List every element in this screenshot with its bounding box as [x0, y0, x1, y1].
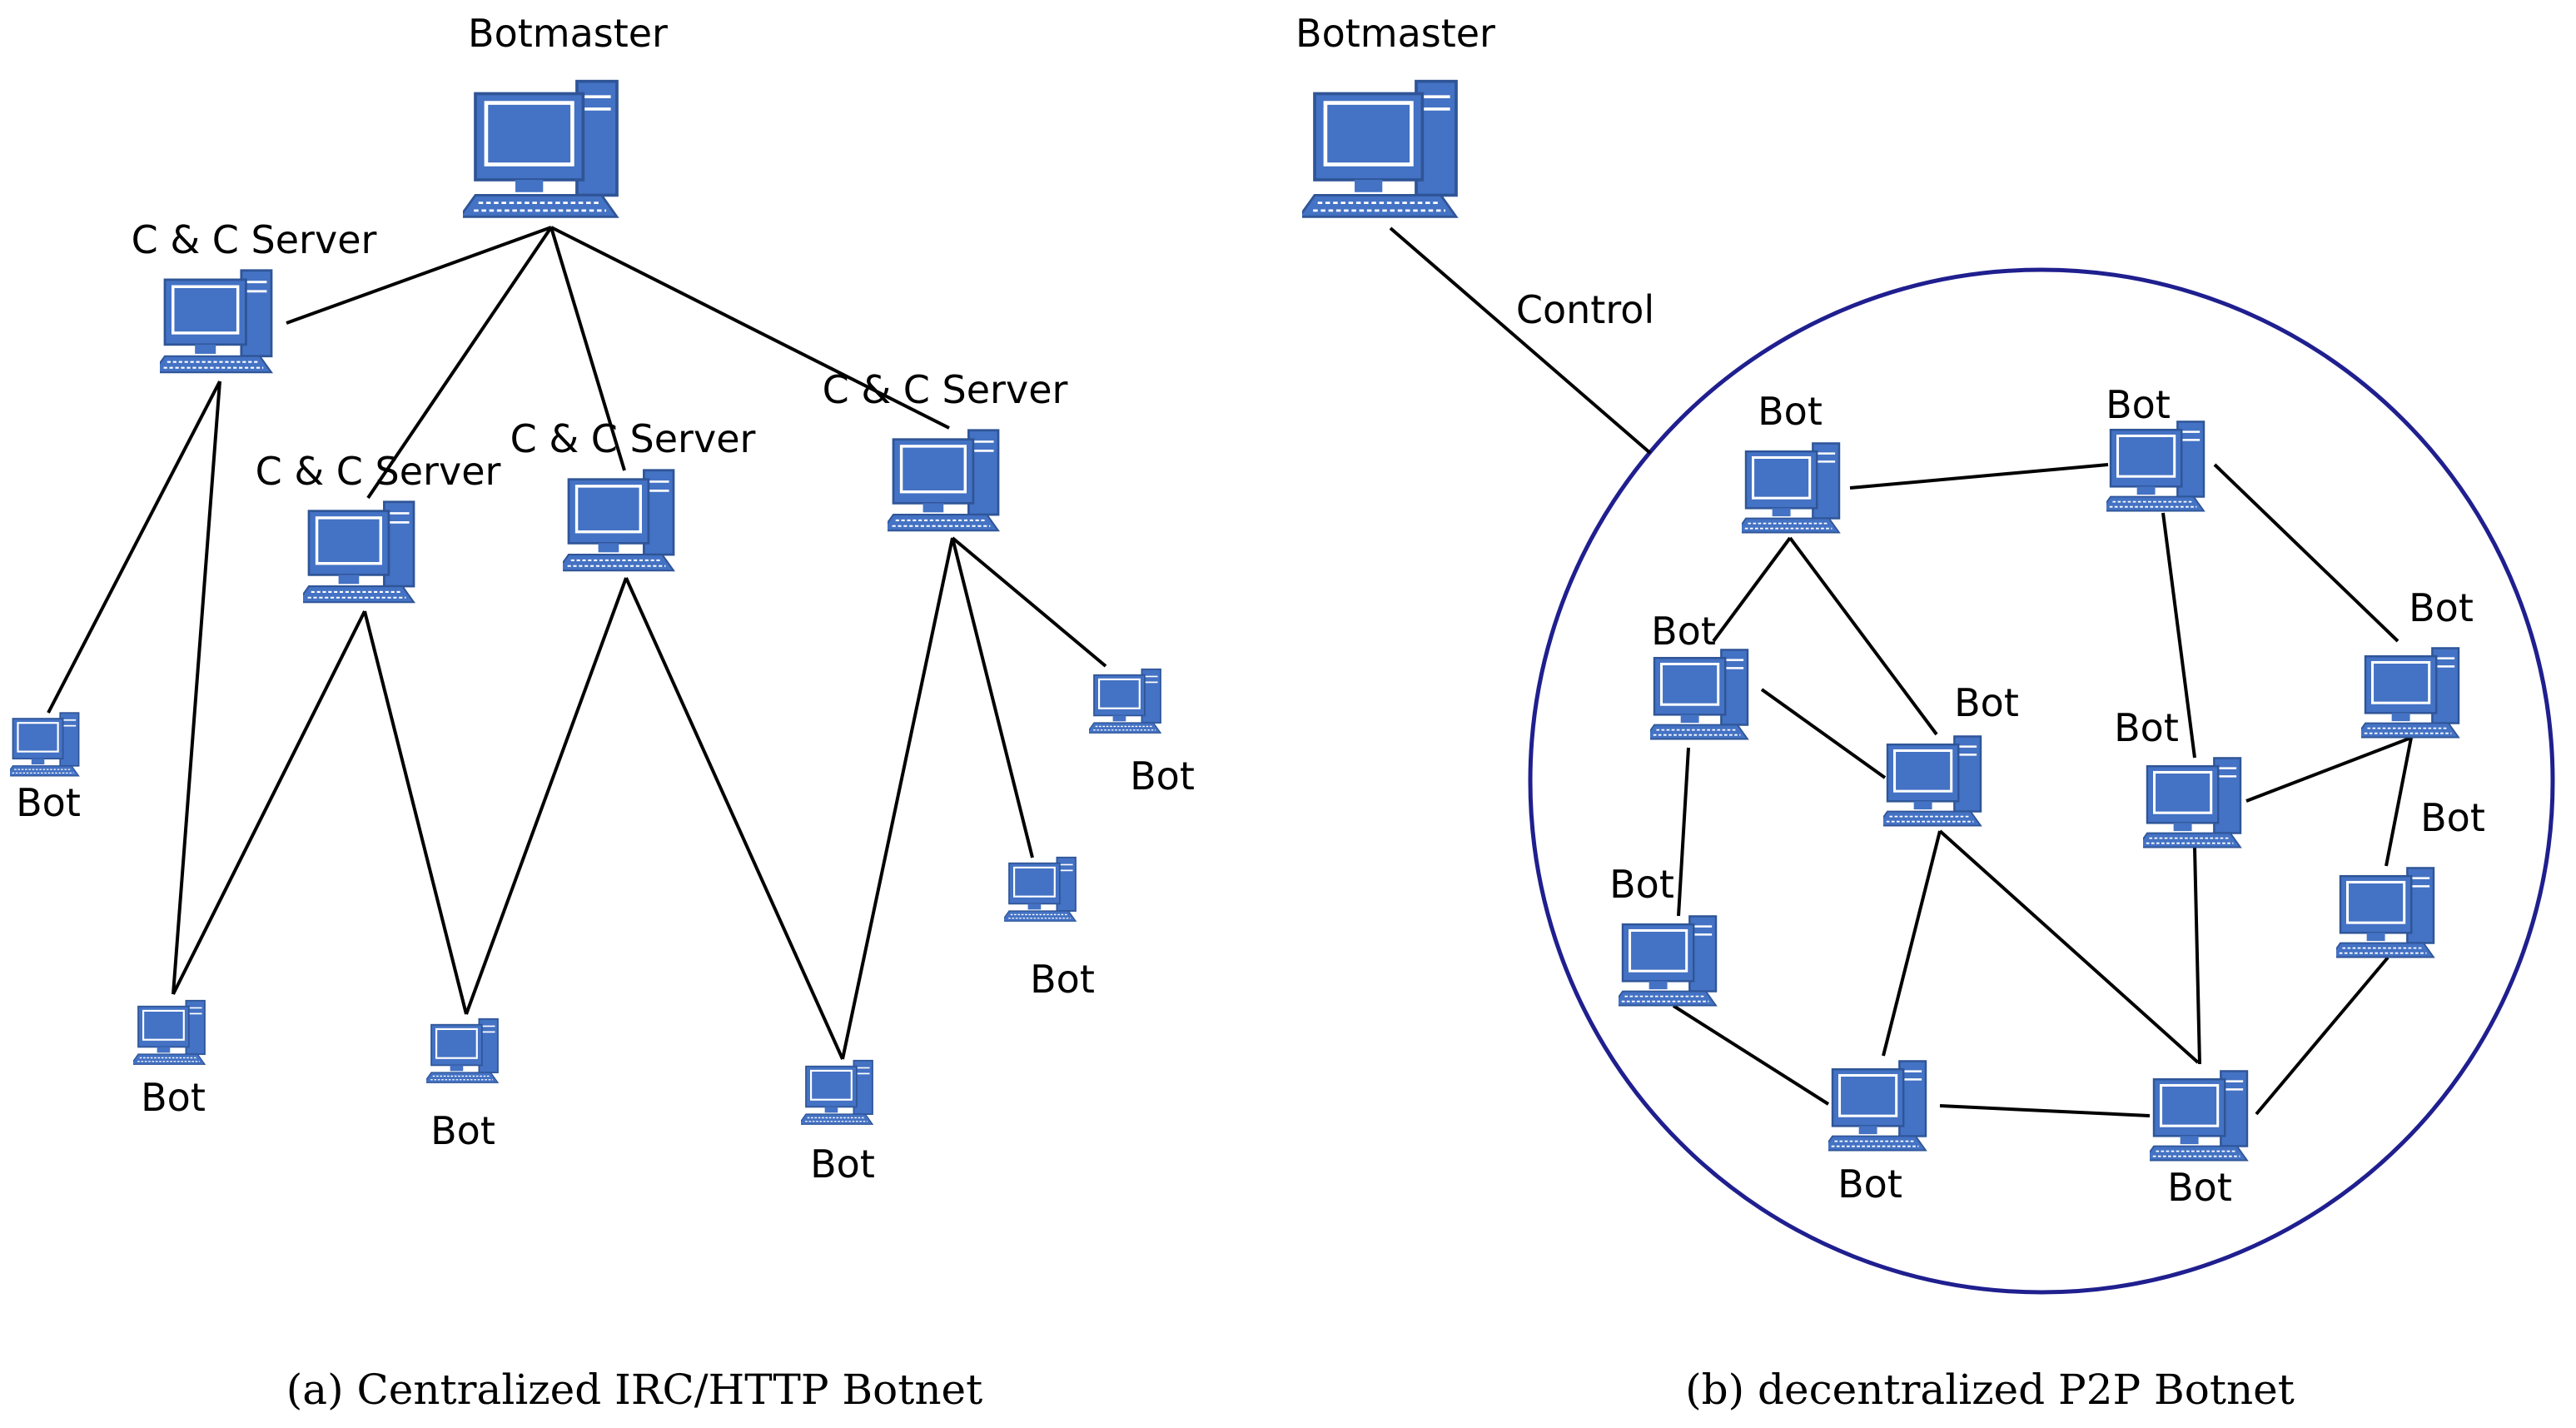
cc-server-label-1: C & C Server	[132, 217, 377, 262]
link-b2-b5	[2161, 512, 2196, 759]
bot-label-b-5: Bot	[2114, 705, 2179, 750]
cc-server-1	[160, 269, 273, 374]
link-server1-bot2	[172, 381, 221, 995]
link-server2-bot2	[172, 610, 366, 995]
bot-b-4	[1883, 734, 1982, 828]
bot-label-b-10: Bot	[2167, 1165, 2232, 1210]
bot-b-7	[1619, 914, 1718, 1008]
bot-label-b-8: Bot	[2420, 795, 2485, 840]
link-b4-b10	[1938, 829, 2200, 1064]
link-b1-b3	[1712, 536, 1792, 643]
link-server1-bot1	[47, 381, 221, 714]
bot-a-2	[133, 999, 206, 1066]
bot-label-b-1: Bot	[1758, 389, 1823, 434]
bot-b-3	[1650, 648, 1749, 741]
link-b9-b10	[1939, 1104, 2151, 1117]
bot-b-5	[2143, 756, 2242, 849]
cc-server-3	[563, 468, 675, 573]
link-b2-b6	[2213, 463, 2399, 643]
caption-b: (b) decentralized P2P Botnet	[1685, 1366, 2295, 1414]
bot-a-4	[801, 1059, 874, 1126]
panel-b-decentralized: Botmaster Control Bot Bot Bot Bot Bot Bo…	[1295, 11, 2555, 1414]
bot-label-a-5: Bot	[1030, 957, 1095, 1002]
link-b6-b8	[2385, 737, 2413, 867]
control-label: Control	[1516, 287, 1654, 332]
link-b1-b4	[1788, 536, 1938, 736]
bot-label-b-2: Bot	[2106, 382, 2171, 427]
link-b3-b7	[1677, 747, 1690, 917]
p2p-network-circle	[1528, 267, 2555, 1295]
panel-a-links	[47, 226, 1107, 1060]
link-server4-bot4	[841, 537, 954, 1060]
botmaster-label-a: Botmaster	[468, 11, 668, 56]
link-server4-bot5	[951, 537, 1034, 858]
link-b3-b4	[1760, 688, 1887, 779]
bot-label-a-2: Bot	[141, 1075, 206, 1120]
bot-label-b-9: Bot	[1838, 1162, 1902, 1207]
bot-label-b-6: Bot	[2409, 585, 2474, 630]
bot-label-a-4: Bot	[810, 1142, 875, 1187]
link-botmaster-server1	[286, 226, 552, 325]
cc-server-2	[303, 500, 415, 605]
cc-server-label-4: C & C Server	[823, 367, 1068, 412]
caption-a: (a) Centralized IRC/HTTP Botnet	[286, 1366, 982, 1414]
botmaster-computer-a	[460, 82, 617, 217]
panel-a-centralized: Botmaster C & C Server C & C Server C & …	[10, 11, 1195, 1414]
bot-label-b-3: Bot	[1651, 609, 1716, 654]
bot-a-6	[1089, 668, 1162, 734]
bot-a-5	[1004, 856, 1077, 923]
bot-label-a-6: Bot	[1130, 754, 1195, 799]
link-server3-bot3	[465, 577, 628, 1015]
bot-label-b-4: Bot	[1954, 680, 2019, 725]
link-b5-b6	[2245, 736, 2412, 803]
link-b4-b9	[1882, 830, 1942, 1057]
bot-label-b-7: Bot	[1609, 862, 1674, 907]
link-botmaster-server4	[550, 226, 950, 430]
bot-b-8	[2336, 866, 2435, 959]
bot-a-1	[10, 712, 80, 777]
bot-a-3	[426, 1018, 500, 1084]
link-botmaster-server3	[550, 226, 626, 471]
bot-b-2	[2106, 420, 2206, 513]
bot-label-a-1: Bot	[16, 780, 81, 825]
botmaster-computer-b	[1300, 82, 1456, 217]
bot-b-10	[2150, 1069, 2249, 1162]
link-server3-bot4	[624, 577, 844, 1060]
cc-server-4	[888, 428, 1000, 533]
control-link	[1389, 226, 1652, 455]
bot-b-9	[1828, 1059, 1927, 1152]
panel-b-links	[1672, 463, 2413, 1117]
bot-b-1	[1742, 441, 1841, 535]
link-b5-b10	[2193, 847, 2201, 1065]
link-b1-b2	[1849, 463, 2109, 490]
link-botmaster-server2	[366, 226, 553, 500]
bot-label-a-3: Bot	[430, 1108, 495, 1153]
botmaster-label-b: Botmaster	[1295, 11, 1495, 56]
link-server2-bot3	[363, 610, 468, 1015]
cc-server-label-3: C & C Server	[510, 416, 756, 461]
cc-server-label-2: C & C Server	[256, 449, 501, 494]
bot-b-6	[2361, 646, 2460, 739]
link-server4-bot6	[951, 536, 1107, 668]
link-b8-b10	[2255, 956, 2390, 1116]
link-b7-b9	[1672, 1004, 1830, 1106]
